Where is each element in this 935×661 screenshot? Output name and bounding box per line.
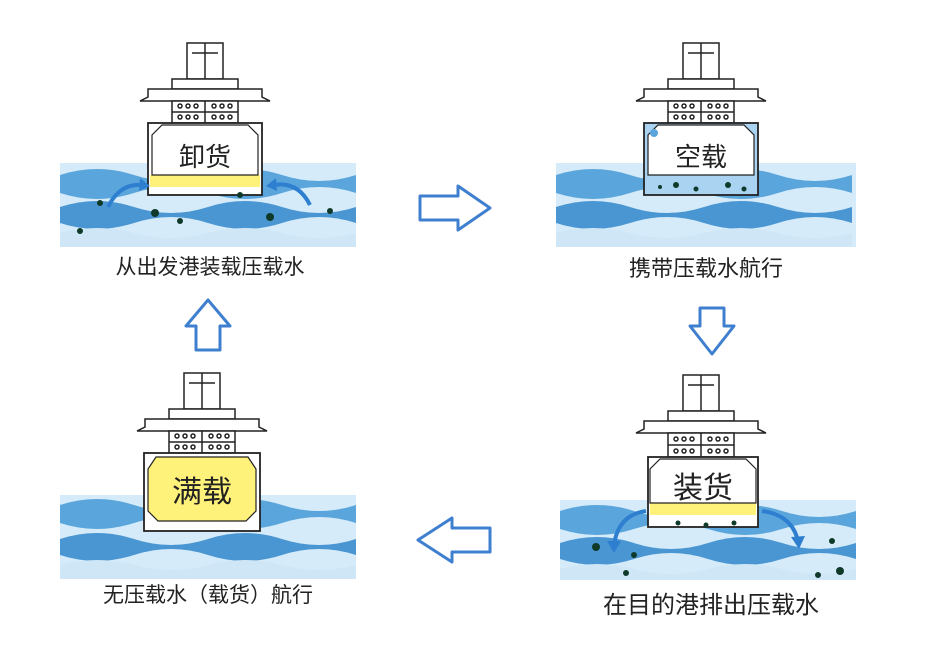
ship-hull — [147, 122, 263, 196]
ship-full-illustration — [60, 372, 356, 579]
panel-bottom-right: 装货 在目的港排出压载水 — [556, 365, 856, 625]
caption-discharge-ballast: 在目的港排出压载水 — [603, 591, 819, 619]
hold-label-ballast: 空载 — [674, 143, 727, 173]
flow-arrow-up — [184, 298, 232, 352]
flow-arrow-right — [418, 184, 492, 232]
panel-bottom-left: 满载 无压载水（载货）航行 — [56, 365, 360, 625]
intake-arrow-left — [106, 182, 143, 208]
caption-sail-without-ballast: 无压载水（载货）航行 — [103, 583, 313, 607]
discharge-arrow-left — [612, 509, 647, 546]
ship-unloading-illustration — [60, 42, 356, 247]
ship-ballast-illustration — [556, 42, 856, 247]
panel-top-left: 卸货 从出发港装载压载水 — [60, 35, 360, 279]
ship-hull — [143, 452, 261, 532]
ship-superstructure — [635, 42, 767, 124]
caption-load-ballast: 从出发港装载压载水 — [115, 255, 305, 279]
intake-arrow-right — [273, 182, 312, 206]
sediment-dots — [77, 192, 333, 234]
ship-hull — [643, 122, 759, 196]
ship-hull — [647, 456, 759, 528]
hold-label-full: 满载 — [172, 475, 232, 510]
sediment-dots — [592, 520, 844, 578]
flow-arrow-left — [416, 516, 492, 564]
sediment-dots — [658, 182, 747, 192]
ship-loading-illustration — [560, 374, 856, 580]
ship-superstructure — [635, 374, 767, 458]
panel-top-right: 空载 携带压载水航行 — [556, 35, 856, 282]
flow-arrow-down — [688, 306, 736, 356]
hold-label-loading: 装货 — [673, 471, 733, 506]
caption-sail-with-ballast: 携带压载水航行 — [628, 257, 783, 282]
ship-superstructure — [136, 372, 268, 454]
hold-label-unloading: 卸货 — [178, 143, 231, 173]
water-waves — [556, 163, 856, 247]
ship-superstructure — [139, 42, 271, 124]
